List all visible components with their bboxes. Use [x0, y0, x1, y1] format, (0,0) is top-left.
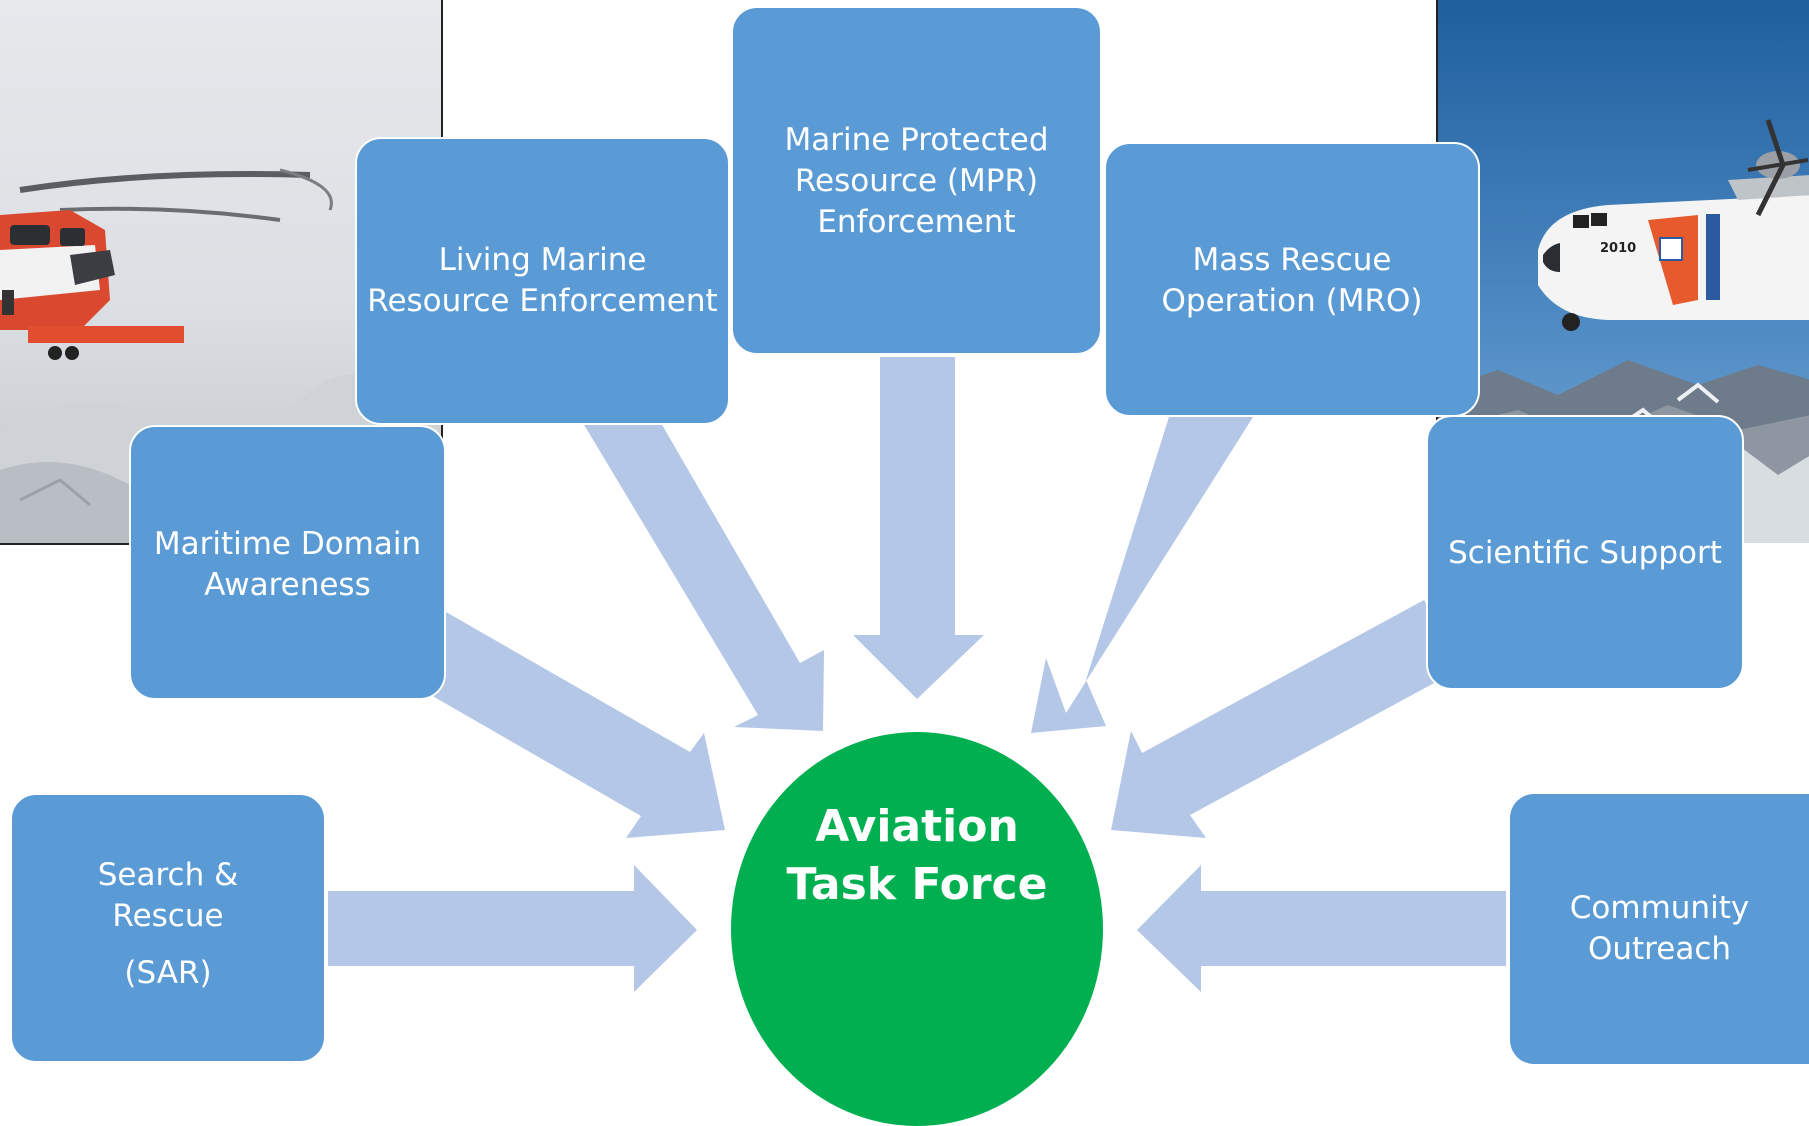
hub-label-line-2: Task Force [786, 859, 1048, 910]
hub-label: Aviation Task Force [731, 732, 1103, 914]
arrow-from-scientific-support [1111, 600, 1462, 838]
node-living-marine-line-2: Resource Enforcement [367, 283, 718, 319]
svg-text:2010: 2010 [1600, 241, 1636, 256]
node-scientific-support-line-1: Scientific Support [1448, 535, 1722, 571]
node-marine-protected-line-2: Resource (MPR) [794, 163, 1039, 199]
node-mass-rescue: Mass Rescue Operation (MRO) [1104, 142, 1480, 417]
node-mass-rescue-line-2: Operation (MRO) [1161, 283, 1423, 319]
hub-label-line-1: Aviation [815, 801, 1019, 852]
arrow-from-maritime-domain [396, 612, 725, 838]
arrow-from-living-marine [583, 423, 824, 731]
node-marine-protected: Marine Protected Resource (MPR) Enforcem… [731, 6, 1102, 355]
node-scientific-support: Scientific Support [1426, 415, 1744, 690]
arrow-from-mass-rescue [1031, 417, 1253, 733]
node-search-rescue-line-1: Search & [97, 857, 239, 893]
arrow-from-marine-protected [853, 357, 984, 699]
node-maritime-domain-line-2: Awareness [204, 567, 371, 603]
node-maritime-domain: Maritime Domain Awareness [129, 425, 446, 700]
node-mass-rescue-line-1: Mass Rescue [1192, 242, 1392, 278]
node-marine-protected-line-1: Marine Protected [784, 122, 1049, 158]
node-maritime-domain-line-1: Maritime Domain [153, 526, 422, 562]
node-community-outreach-line-1: Community [1569, 890, 1750, 926]
aviation-task-force-hub: Aviation Task Force [731, 732, 1103, 1126]
node-community-outreach: Community Outreach [1508, 792, 1809, 1066]
arrow-from-community-outreach [1137, 865, 1506, 992]
node-living-marine: Living Marine Resource Enforcement [355, 137, 730, 425]
node-living-marine-line-1: Living Marine [438, 242, 647, 278]
node-search-rescue-line-3: (SAR) [124, 955, 212, 991]
node-search-rescue-line-2: Rescue [112, 898, 224, 934]
arrow-from-search-rescue [328, 865, 697, 992]
node-search-rescue: Search & Rescue (SAR) [10, 793, 326, 1063]
node-marine-protected-line-3: Enforcement [817, 204, 1016, 240]
node-community-outreach-line-2: Outreach [1587, 931, 1732, 967]
